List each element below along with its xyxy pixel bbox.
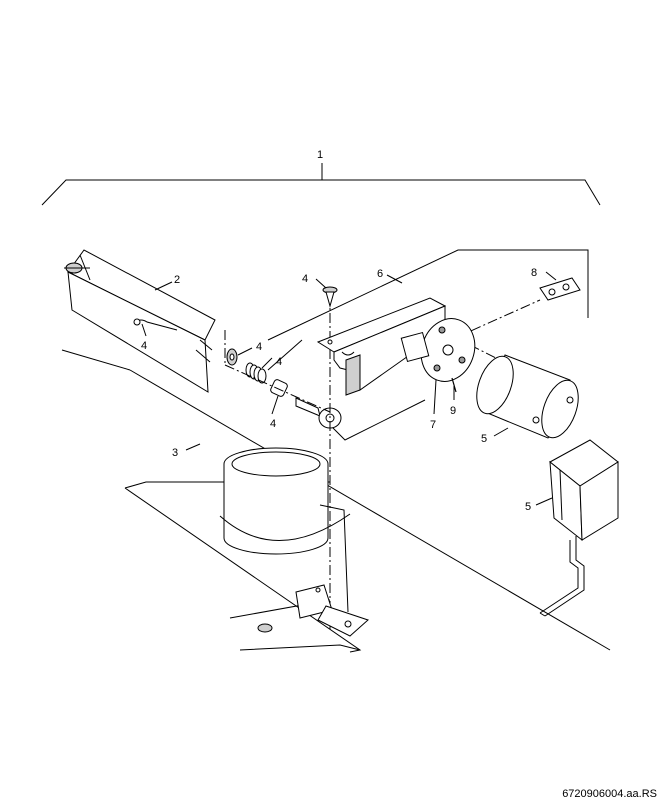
callout-4-left: 4 bbox=[141, 340, 147, 352]
assembly-bracket-1 bbox=[41, 163, 601, 206]
spring bbox=[245, 362, 267, 384]
burner-base-part-3 bbox=[61, 349, 611, 653]
leader-lines bbox=[141, 271, 557, 506]
callout-4-washer: 4 bbox=[256, 341, 262, 353]
box-part-5 bbox=[539, 439, 619, 617]
cover-rail-part-2 bbox=[64, 249, 216, 393]
callout-6: 6 bbox=[377, 268, 383, 280]
plate-part-7 bbox=[400, 318, 476, 382]
callout-1: 1 bbox=[317, 149, 323, 161]
bracket-part-6 bbox=[316, 297, 447, 396]
callout-labels: 1 2 3 4 4 4 4 4 5 5 6 7 8 9 bbox=[141, 149, 537, 513]
callout-5-box: 5 bbox=[525, 501, 531, 513]
callout-9: 9 bbox=[450, 405, 456, 417]
pin-part-9 bbox=[451, 377, 457, 393]
spring-pin-assembly bbox=[226, 348, 426, 441]
screw-part-4 bbox=[322, 286, 338, 308]
callout-4-spring: 4 bbox=[276, 356, 282, 368]
callout-7: 7 bbox=[430, 419, 436, 431]
plug-part-8 bbox=[539, 277, 581, 301]
callout-5-motor: 5 bbox=[481, 433, 487, 445]
document-number: 6720906004.aa.RS bbox=[562, 788, 657, 800]
callout-4-screw: 4 bbox=[302, 273, 308, 285]
callout-3: 3 bbox=[172, 447, 178, 459]
assembly-bracket-6 bbox=[267, 249, 589, 371]
callout-8: 8 bbox=[531, 267, 537, 279]
motor-cylinder-part-5 bbox=[476, 354, 579, 439]
callout-4-sleeve: 4 bbox=[270, 418, 276, 430]
callout-2: 2 bbox=[174, 274, 180, 286]
